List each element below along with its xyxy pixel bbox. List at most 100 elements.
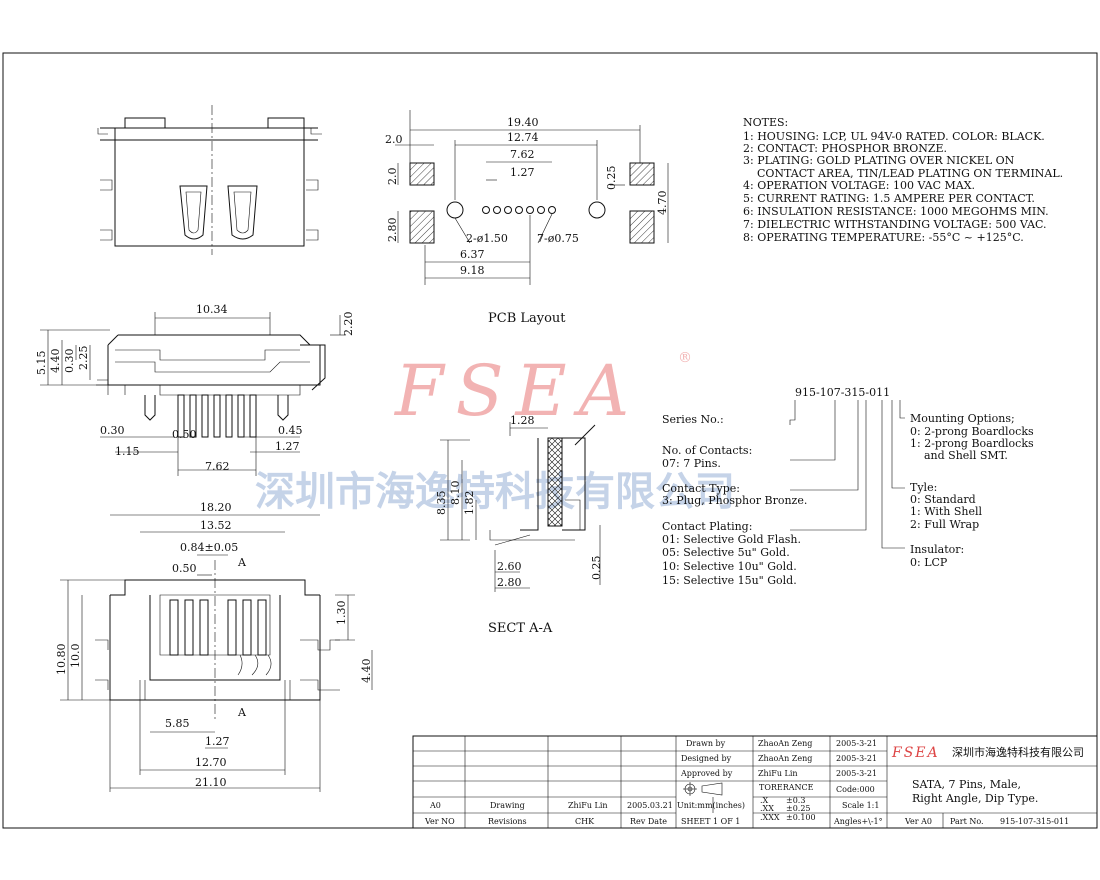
watermark-brand: FSEA xyxy=(393,350,641,432)
part-number-breakdown: 915-107-315-011 Series No.: No. of Conta… xyxy=(662,386,1034,587)
part-contacts-value: 07: 7 Pins. xyxy=(662,457,721,470)
side-dim-4-40: 4.40 xyxy=(49,349,62,374)
notes-heading: NOTES: xyxy=(743,116,788,129)
tb-tol-xxx: .XXX xyxy=(760,813,780,822)
sect-dim-2-60: 2.60 xyxy=(497,560,522,573)
front-section-mark-bottom: A xyxy=(237,706,247,719)
tb-rev-version: A0 xyxy=(429,801,441,810)
note-line: 4: OPERATION VOLTAGE: 100 VAC MAX. xyxy=(743,179,975,192)
tb-logo: FSEA xyxy=(891,745,940,761)
pcb-dim-19-40: 19.40 xyxy=(507,116,539,129)
pcb-caption: PCB Layout xyxy=(488,311,566,326)
tb-company: 深圳市海逸特科技有限公司 xyxy=(952,745,1084,759)
watermark-registered: ® xyxy=(678,350,692,366)
tb-approved-date: 2005-3-21 xyxy=(836,769,877,778)
part-tyle-label: Tyle: xyxy=(910,481,937,494)
side-dim-1-27: 1.27 xyxy=(275,440,300,453)
front-dim-1-27: 1.27 xyxy=(205,735,230,748)
pcb-dim-1-27: 1.27 xyxy=(510,166,535,179)
watermark: FSEA ® 深圳市海逸特科技有限公司 xyxy=(255,350,735,515)
sect-dim-1-28: 1.28 xyxy=(510,414,535,427)
part-plating-01: 01: Selective Gold Flash. xyxy=(662,533,801,546)
front-dim-0-84: 0.84±0.05 xyxy=(180,541,238,554)
front-dim-13-52: 13.52 xyxy=(200,519,232,532)
side-dim-0-45: 0.45 xyxy=(278,424,303,437)
tb-tol-x-val: ±0.3 xyxy=(786,796,805,805)
part-insulator-label: Insulator: xyxy=(910,543,964,556)
pcb-small-holes xyxy=(482,206,556,214)
tb-title-line1: SATA, 7 Pins, Male, xyxy=(912,778,1021,791)
pcb-hole-big: 2-ø1.50 xyxy=(466,232,508,245)
projection-symbol-icon xyxy=(683,782,723,796)
tb-sheet: SHEET 1 OF 1 xyxy=(681,817,740,826)
sect-dim-1-82: 1.82 xyxy=(463,491,476,516)
part-insulator-0: 0: LCP xyxy=(910,556,948,569)
top-view xyxy=(97,105,322,255)
tb-tol-xx: .XX xyxy=(760,804,774,813)
tb-units: Unit:mm(inches) xyxy=(677,801,745,810)
front-dim-21-10: 21.10 xyxy=(195,776,227,789)
side-dim-2-20: 2.20 xyxy=(342,312,355,337)
part-plating-05: 05: Selective 5u" Gold. xyxy=(662,546,790,559)
pcb-layout-view: 2.0 19.40 12.74 7.62 1.27 2.0 2.80 0.25 … xyxy=(385,110,669,326)
front-view: 18.20 13.52 0.84±0.05 0.50 A A 10.80 10.… xyxy=(55,501,373,792)
tb-hdr-date: Rev Date xyxy=(630,817,667,826)
pcb-hole-small: 7-ø0.75 xyxy=(537,232,579,245)
tb-hdr-chk: CHK xyxy=(575,817,595,826)
sect-dim-8-10: 8.10 xyxy=(449,481,462,506)
pcb-dim-4-70: 4.70 xyxy=(656,191,669,216)
front-dim-10-80: 10.80 xyxy=(55,644,68,676)
pcb-dim-0-25: 0.25 xyxy=(605,166,618,191)
watermark-company: 深圳市海逸特科技有限公司 xyxy=(255,469,735,515)
part-plating-label: Contact Plating: xyxy=(662,520,752,533)
pcb-dim-2-80: 2.80 xyxy=(386,218,399,243)
title-block: Drawn by ZhaoAn Zeng 2005-3-21 Designed … xyxy=(412,735,1098,829)
tb-hdr-rev: Revisions xyxy=(488,817,527,826)
front-section-mark-top: A xyxy=(237,556,247,569)
notes-block: NOTES: 1: HOUSING: LCP, UL 94V-0 RATED. … xyxy=(743,116,1063,244)
tb-designed-name: ZhaoAn Zeng xyxy=(758,754,812,763)
part-contacts-label: No. of Contacts: xyxy=(662,444,752,457)
side-view: 10.34 2.20 5.15 4.40 0.30 2.25 0.30 0.50… xyxy=(35,303,355,476)
tb-drawn-name: ZhaoAn Zeng xyxy=(758,739,812,748)
side-pins xyxy=(144,394,289,438)
section-caption: SECT A-A xyxy=(488,621,553,636)
tb-partno-label: Part No. xyxy=(950,817,984,826)
front-dim-5-85: 5.85 xyxy=(165,717,190,730)
sect-dim-8-35: 8.35 xyxy=(435,491,448,516)
sect-dim-0-25: 0.25 xyxy=(590,556,603,581)
front-dim-0-50: 0.50 xyxy=(172,562,197,575)
tb-scale: Scale 1:1 xyxy=(842,801,879,810)
part-series-label: Series No.: xyxy=(662,413,724,426)
part-mounting-1: 1: 2-prong Boardlocks xyxy=(910,437,1034,450)
front-dim-12-70: 12.70 xyxy=(195,756,227,769)
tb-rev-date: 2005.03.21 xyxy=(627,801,673,810)
tb-approved-name: ZhiFu Lin xyxy=(758,769,798,778)
part-tyle-2: 2: Full Wrap xyxy=(910,518,979,531)
tb-ver: Ver A0 xyxy=(904,817,932,826)
tb-tol-xxx-val: ±0.100 xyxy=(786,813,816,822)
section-view: 1.28 8.35 8.10 1.82 0.25 2.60 2.80 SECT … xyxy=(435,414,603,636)
tb-approved-label: Approved by xyxy=(680,769,733,778)
front-contacts xyxy=(169,599,272,676)
tb-drawn-label: Drawn by xyxy=(686,739,726,748)
note-line: 6: INSULATION RESISTANCE: 1000 MEGOHMS M… xyxy=(743,205,1049,218)
part-tyle-0: 0: Standard xyxy=(910,493,976,506)
part-plating-15: 15: Selective 15u" Gold. xyxy=(662,574,797,587)
note-line: CONTACT AREA, TIN/LEAD PLATING ON TERMIN… xyxy=(743,167,1063,180)
pcb-dim-9-18: 9.18 xyxy=(460,264,485,277)
tb-code: Code:000 xyxy=(836,785,875,794)
side-dim-5-15: 5.15 xyxy=(35,351,48,376)
side-dim-7-62: 7.62 xyxy=(205,460,230,473)
note-line: 1: HOUSING: LCP, UL 94V-0 RATED. COLOR: … xyxy=(743,130,1045,143)
tb-angles: Angles+\-1° xyxy=(833,817,883,826)
side-dim-2-25: 2.25 xyxy=(77,346,90,371)
tb-partno: 915-107-315-011 xyxy=(1000,817,1069,826)
tb-tol-xx-val: ±0.25 xyxy=(786,804,811,813)
note-line: 8: OPERATING TEMPERATURE: -55°C ~ +125°C… xyxy=(743,231,1024,244)
tb-tol-x: .X xyxy=(760,796,769,805)
tb-designed-label: Designed by xyxy=(681,754,732,763)
part-mounting-1b: and Shell SMT. xyxy=(910,449,1008,462)
pcb-dim-2-0-top: 2.0 xyxy=(385,133,403,146)
